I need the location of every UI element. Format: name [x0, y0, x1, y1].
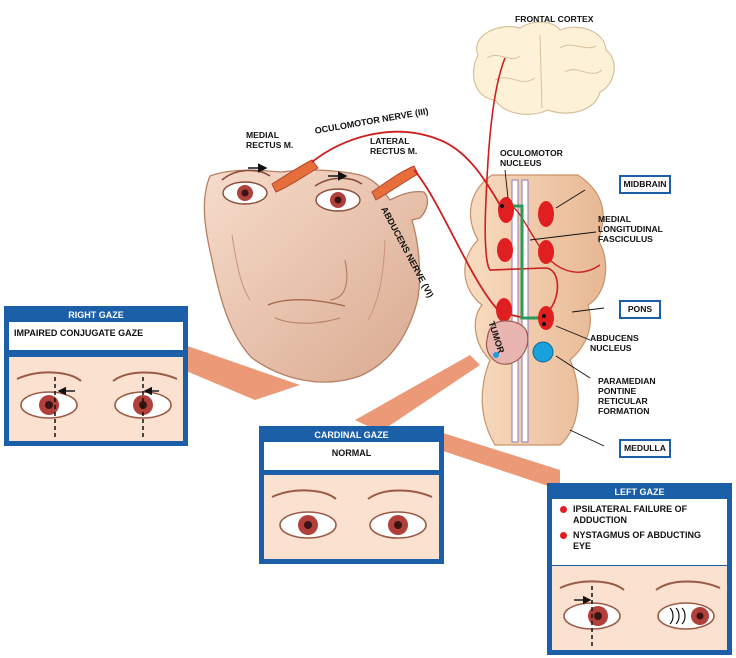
cardinal-gaze-eyes-illustration	[271, 489, 433, 539]
panel-left-gaze-bullets: IPSILATERAL FAILURE OF ADDUCTION NYSTAGM…	[552, 499, 727, 565]
bullet-text: IPSILATERAL FAILURE OF ADDUCTION	[573, 504, 688, 525]
left-gaze-eyes-illustration	[559, 580, 721, 648]
region-pons: PONS	[619, 300, 661, 319]
panel-cardinal-gaze-title: CARDINAL GAZE	[314, 430, 389, 440]
oculomotor-nerve-path	[311, 131, 501, 206]
region-midbrain: MIDBRAIN	[619, 175, 671, 194]
label-oculomotor-nucleus: OCULOMOTOR NUCLEUS	[500, 148, 563, 168]
label-frontal-cortex: FRONTAL CORTEX	[515, 14, 594, 24]
connector-beam-left	[440, 432, 560, 490]
panel-right-gaze: RIGHT GAZE IMPAIRED CONJUGATE GAZE	[4, 306, 188, 446]
bullet-item: IPSILATERAL FAILURE OF ADDUCTION	[552, 502, 727, 528]
oculomotor-nucleus-left	[498, 197, 514, 223]
region-medulla: MEDULLA	[619, 439, 671, 458]
right-gaze-eyes-illustration	[16, 371, 178, 439]
bullet-text: NYSTAGMUS OF ABDUCTING EYE	[573, 530, 701, 551]
bullet-dot	[560, 506, 567, 513]
label-medial-rectus: MEDIAL RECTUS M.	[246, 130, 294, 150]
panel-right-gaze-eyes	[9, 357, 183, 441]
panel-cardinal-gaze-eyes	[264, 475, 439, 559]
frontal-cortex	[472, 21, 615, 115]
face	[203, 169, 429, 383]
bullet-dot	[560, 532, 567, 539]
pprf-node	[532, 341, 554, 363]
nuclei	[496, 197, 554, 363]
connector-beam-right	[160, 340, 300, 400]
label-abducens-nucleus: ABDUCENS NUCLEUS	[590, 333, 639, 353]
panel-right-gaze-title: RIGHT GAZE	[68, 310, 124, 320]
abducens-nucleus-left	[496, 298, 512, 322]
label-lateral-rectus: LATERAL RECTUS M.	[370, 136, 418, 156]
bullet-item: NYSTAGMUS OF ABDUCTING EYE	[552, 528, 727, 554]
connector-beam-cardinal	[355, 355, 480, 432]
label-pprf: PARAMEDIAN PONTINE RETICULAR FORMATION	[598, 376, 656, 416]
medial-rectus-muscle	[271, 159, 319, 193]
panel-cardinal-gaze: CARDINAL GAZE NORMAL	[259, 426, 444, 564]
oculomotor-nucleus-right	[538, 201, 554, 227]
panel-left-gaze-title: LEFT GAZE	[614, 487, 665, 497]
tumor	[485, 320, 529, 365]
cortical-pathway	[484, 57, 559, 313]
panel-left-gaze: LEFT GAZE IPSILATERAL FAILURE OF ADDUCTI…	[547, 483, 732, 655]
mlf-tract	[506, 204, 548, 320]
leader-lines	[504, 169, 605, 447]
panel-right-gaze-message: IMPAIRED CONJUGATE GAZE	[9, 322, 183, 350]
midbrain-nucleus-left	[497, 238, 513, 262]
label-mlf: MEDIAL LONGITUDINAL FASCICULUS	[598, 214, 663, 244]
midbrain-nucleus-right	[538, 240, 554, 264]
abducens-nucleus-right	[538, 306, 554, 330]
panel-cardinal-gaze-message: NORMAL	[264, 442, 439, 470]
panel-left-gaze-eyes	[552, 566, 727, 650]
